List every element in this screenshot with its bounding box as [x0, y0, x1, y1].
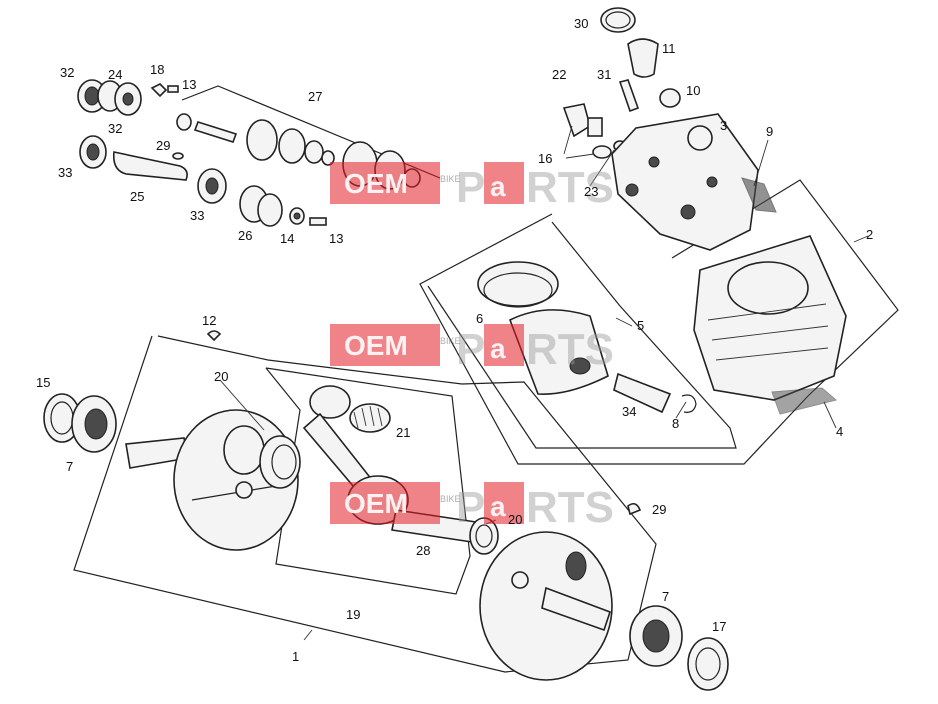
- callout-2: 2: [866, 227, 873, 242]
- watermark-bike: BIKE: [440, 336, 461, 346]
- callout-17: 17: [712, 619, 726, 634]
- washer-27a: [176, 113, 192, 131]
- washer-20-upper: [259, 435, 301, 489]
- pin-13-top: [167, 85, 179, 93]
- callout-32-top: 32: [60, 65, 74, 80]
- callout-32-mid: 32: [108, 121, 122, 136]
- callout-19: 19: [346, 607, 360, 622]
- callout-7-right: 7: [662, 589, 669, 604]
- callout-3: 3: [720, 118, 727, 133]
- callout-34: 34: [622, 404, 636, 419]
- callout-7-left: 7: [66, 459, 73, 474]
- watermark-middle: OEM BIKE P a RTS: [330, 324, 614, 374]
- gear-26: [239, 185, 283, 227]
- base-gasket-4: [771, 387, 838, 415]
- callout-21: 21: [396, 425, 410, 440]
- callout-29-top: 29: [156, 138, 170, 153]
- pin-29-top: [172, 152, 184, 160]
- callout-13-lower: 13: [329, 231, 343, 246]
- callout-10: 10: [686, 83, 700, 98]
- nut-10: [659, 88, 681, 108]
- callout-11: 11: [662, 41, 676, 56]
- selector-25: [112, 151, 188, 181]
- bolt-13-lower: [309, 217, 327, 226]
- bearing-33-upper: [79, 135, 107, 169]
- callout-31: 31: [597, 67, 611, 82]
- callout-1: 1: [292, 649, 299, 664]
- key-12: [206, 330, 222, 342]
- callout-labels: 30 11 22 31 10 3 9 32 24 18 13 27 16 23 …: [36, 16, 873, 664]
- callout-30: 30: [574, 16, 588, 31]
- stud-31: [618, 79, 640, 113]
- watermark-a: a: [490, 333, 506, 364]
- watermark-bike: BIKE: [440, 174, 461, 184]
- callout-24: 24: [108, 67, 122, 82]
- key-29-right: [627, 502, 642, 516]
- callout-15: 15: [36, 375, 50, 390]
- gear-24: [97, 80, 142, 116]
- watermark-top: OEM BIKE P a RTS: [330, 162, 614, 212]
- needle-bearing-21: [349, 403, 391, 433]
- watermark-p: P: [456, 325, 485, 374]
- callout-14: 14: [280, 231, 294, 246]
- callout-26: 26: [238, 228, 252, 243]
- crank-half-right: [479, 531, 613, 681]
- bearing-7-left: [71, 395, 117, 453]
- clip-18: [150, 83, 168, 98]
- callout-20-lower: 20: [508, 512, 522, 527]
- callout-23: 23: [584, 184, 598, 199]
- bearing-33-lower: [197, 168, 227, 204]
- group-frame-19: [265, 367, 471, 595]
- piston-pin-34: [613, 372, 672, 414]
- callout-8: 8: [672, 416, 679, 431]
- group-frame-5: [427, 221, 737, 449]
- head-gasket-9: [741, 177, 777, 213]
- watermark-rts: RTS: [526, 325, 614, 374]
- circlip-8: [681, 394, 697, 413]
- sensor-22: [562, 103, 603, 138]
- washer-14: [289, 207, 305, 225]
- cylinder-2: [693, 235, 847, 401]
- watermark-rts: RTS: [526, 483, 614, 532]
- watermark-bike: BIKE: [440, 494, 461, 504]
- shaft-27: [193, 121, 238, 143]
- watermark-oem: OEM: [344, 168, 408, 199]
- watermark-bottom: OEM BIKE P a RTS: [330, 482, 614, 532]
- watermark-p: P: [456, 483, 485, 532]
- group-frame-2: [419, 179, 899, 465]
- callout-18: 18: [150, 62, 164, 77]
- callout-25: 25: [130, 189, 144, 204]
- piston-rings-6: [477, 261, 559, 308]
- callout-16: 16: [538, 151, 552, 166]
- watermark-rts: RTS: [526, 163, 614, 212]
- piston-5: [508, 309, 609, 395]
- spark-plug-cap-11: [627, 38, 659, 78]
- callout-29-right: 29: [652, 502, 666, 517]
- callout-9: 9: [766, 124, 773, 139]
- callout-33-left: 33: [58, 165, 72, 180]
- cylinder-head-3: [611, 113, 759, 251]
- watermark-oem: OEM: [344, 488, 408, 519]
- callout-27: 27: [308, 89, 322, 104]
- callout-13-top: 13: [182, 77, 196, 92]
- callout-22: 22: [552, 67, 566, 82]
- callout-28: 28: [416, 543, 430, 558]
- callout-5: 5: [637, 318, 644, 333]
- callout-4: 4: [836, 424, 843, 439]
- watermark-a: a: [490, 491, 506, 522]
- callout-20-upper: 20: [214, 369, 228, 384]
- hose-clamp-30: [600, 7, 636, 33]
- group-frame-1: [73, 335, 657, 673]
- callout-6: 6: [476, 311, 483, 326]
- watermark-oem: OEM: [344, 330, 408, 361]
- callout-33-right: 33: [190, 208, 204, 223]
- callout-12: 12: [202, 313, 216, 328]
- bearing-7-right: [629, 605, 683, 667]
- watermark-a: a: [490, 171, 506, 202]
- watermark-p: P: [456, 163, 485, 212]
- seal-17: [687, 637, 729, 691]
